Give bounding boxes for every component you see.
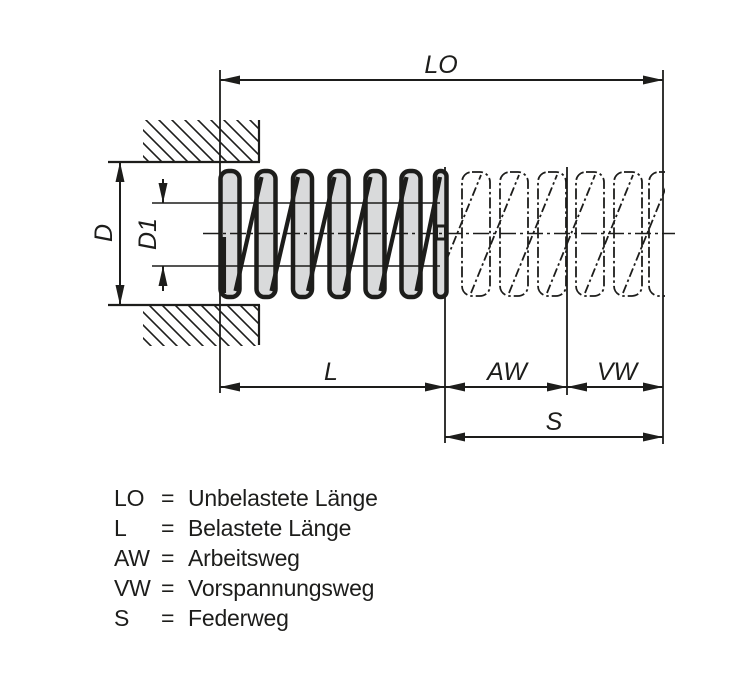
legend-symbol: L bbox=[114, 515, 127, 541]
wall-section-bottom bbox=[143, 305, 261, 346]
spring-wire-end bbox=[435, 224, 447, 241]
legend-equals: = bbox=[161, 515, 175, 541]
legend-item-vw: VW = Vorspannungsweg bbox=[114, 573, 378, 603]
label-l: L bbox=[324, 358, 338, 386]
label-lo: LO bbox=[424, 51, 457, 79]
legend-description: Arbeitsweg bbox=[188, 545, 300, 571]
legend-symbol: S bbox=[114, 605, 130, 631]
d1-extension-lines bbox=[152, 202, 440, 267]
dimension-s: S bbox=[445, 408, 663, 442]
legend-symbol: LO bbox=[114, 485, 145, 511]
label-d: D bbox=[90, 224, 118, 242]
legend: LO = Unbelastete Länge L = Belastete Län… bbox=[114, 483, 378, 633]
legend-item-aw: AW = Arbeitsweg bbox=[114, 543, 378, 573]
label-s: S bbox=[546, 408, 563, 436]
legend-description: Belastete Länge bbox=[188, 515, 352, 541]
legend-description: Unbelastete Länge bbox=[188, 485, 378, 511]
dimension-d: D bbox=[90, 160, 260, 307]
label-vw: VW bbox=[597, 358, 640, 386]
legend-item-s: S = Federweg bbox=[114, 603, 378, 633]
label-d1: D1 bbox=[134, 218, 162, 250]
dimension-lo: LO bbox=[220, 51, 663, 85]
legend-equals: = bbox=[161, 485, 175, 511]
dimension-l: L bbox=[220, 358, 445, 392]
legend-equals: = bbox=[161, 605, 175, 631]
legend-equals: = bbox=[161, 545, 175, 571]
dimension-aw: AW bbox=[445, 358, 567, 392]
legend-symbol: VW bbox=[114, 575, 151, 601]
legend-symbol: AW bbox=[114, 545, 150, 571]
legend-item-lo: LO = Unbelastete Länge bbox=[114, 483, 378, 513]
legend-description: Vorspannungsweg bbox=[188, 575, 375, 601]
legend-equals: = bbox=[161, 575, 175, 601]
dimension-d1: D1 bbox=[134, 179, 168, 291]
dimension-vw: VW bbox=[567, 358, 663, 392]
label-aw: AW bbox=[485, 358, 529, 386]
wall-section-top bbox=[143, 120, 261, 162]
legend-item-l: L = Belastete Länge bbox=[114, 513, 378, 543]
legend-description: Federweg bbox=[188, 605, 289, 631]
